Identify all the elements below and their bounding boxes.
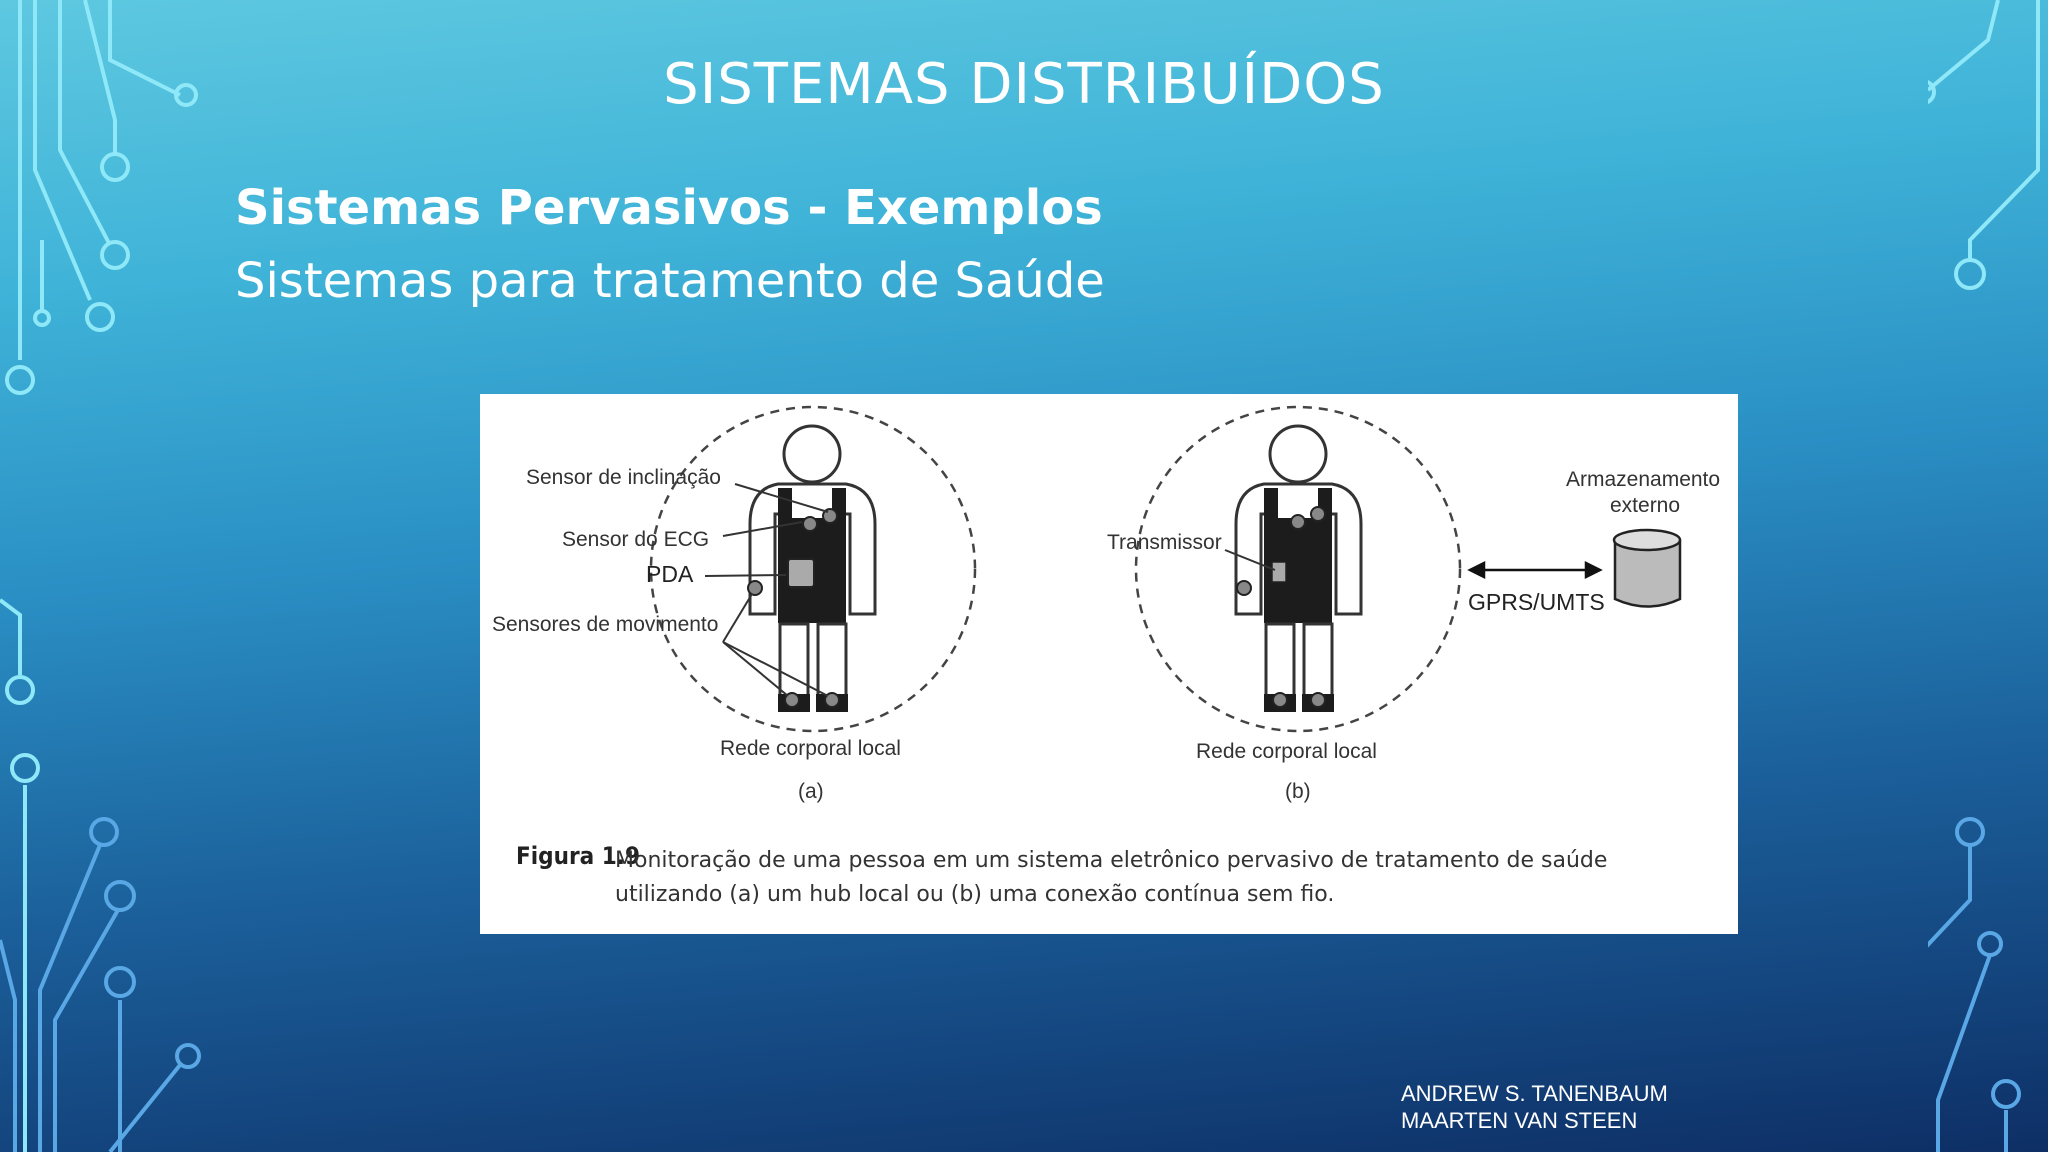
figure-caption-text: Monitoração de uma pessoa em um sistema … bbox=[615, 848, 1608, 907]
label-ecg-sensor: Sensor do ECG bbox=[562, 528, 710, 551]
figure-image: Sensor de inclinação Sensor do ECG PDA S… bbox=[480, 394, 1738, 934]
author-2: MAARTEN VAN STEEN bbox=[1401, 1108, 1638, 1133]
label-transmitter: Transmissor bbox=[1107, 531, 1222, 554]
label-external-storage-1: Armazenamento bbox=[1566, 468, 1721, 491]
authors-credit: ANDREW S. TANENBAUM MAARTEN VAN STEEN bbox=[1401, 1080, 1668, 1134]
slide-subsubtitle: Sistemas para tratamento de Saúde bbox=[235, 253, 1105, 309]
panel-b-figure bbox=[1134, 405, 1682, 733]
panel-a-figure bbox=[649, 405, 977, 733]
label-pda: PDA bbox=[646, 561, 694, 587]
label-panel-a: (a) bbox=[798, 780, 824, 803]
slide-title: SISTEMAS DISTRIBUÍDOS bbox=[663, 52, 1385, 117]
gprs-arrow bbox=[1467, 560, 1603, 580]
circuit-decoration-left bbox=[0, 0, 201, 1152]
label-panel-b: (b) bbox=[1285, 780, 1311, 803]
head-a bbox=[782, 424, 842, 484]
body-network-diagram bbox=[649, 405, 1682, 733]
label-external-storage-2: externo bbox=[1610, 494, 1681, 517]
body-network-circle-a bbox=[649, 405, 977, 733]
label-body-network-b: Rede corporal local bbox=[1196, 740, 1377, 763]
figure-caption-label: Figura 1.9 bbox=[516, 842, 640, 870]
storage-cylinder-icon bbox=[1612, 528, 1682, 608]
body-network-circle-b bbox=[1134, 405, 1462, 733]
label-gprs-umts: GPRS/UMTS bbox=[1468, 589, 1605, 615]
label-body-network-a: Rede corporal local bbox=[720, 737, 901, 760]
slide-subtitle: Sistemas Pervasivos - Exemplos bbox=[235, 180, 1103, 236]
circuit-decoration-right bbox=[1928, 0, 2040, 1152]
transmitter-device bbox=[1271, 561, 1287, 583]
pda-device bbox=[787, 558, 815, 588]
label-motion-sensors: Sensores de movimento bbox=[492, 613, 719, 636]
label-tilt-sensor: Sensor de inclinação bbox=[526, 466, 721, 489]
author-1: ANDREW S. TANENBAUM bbox=[1401, 1081, 1668, 1106]
head-b bbox=[1268, 424, 1328, 484]
